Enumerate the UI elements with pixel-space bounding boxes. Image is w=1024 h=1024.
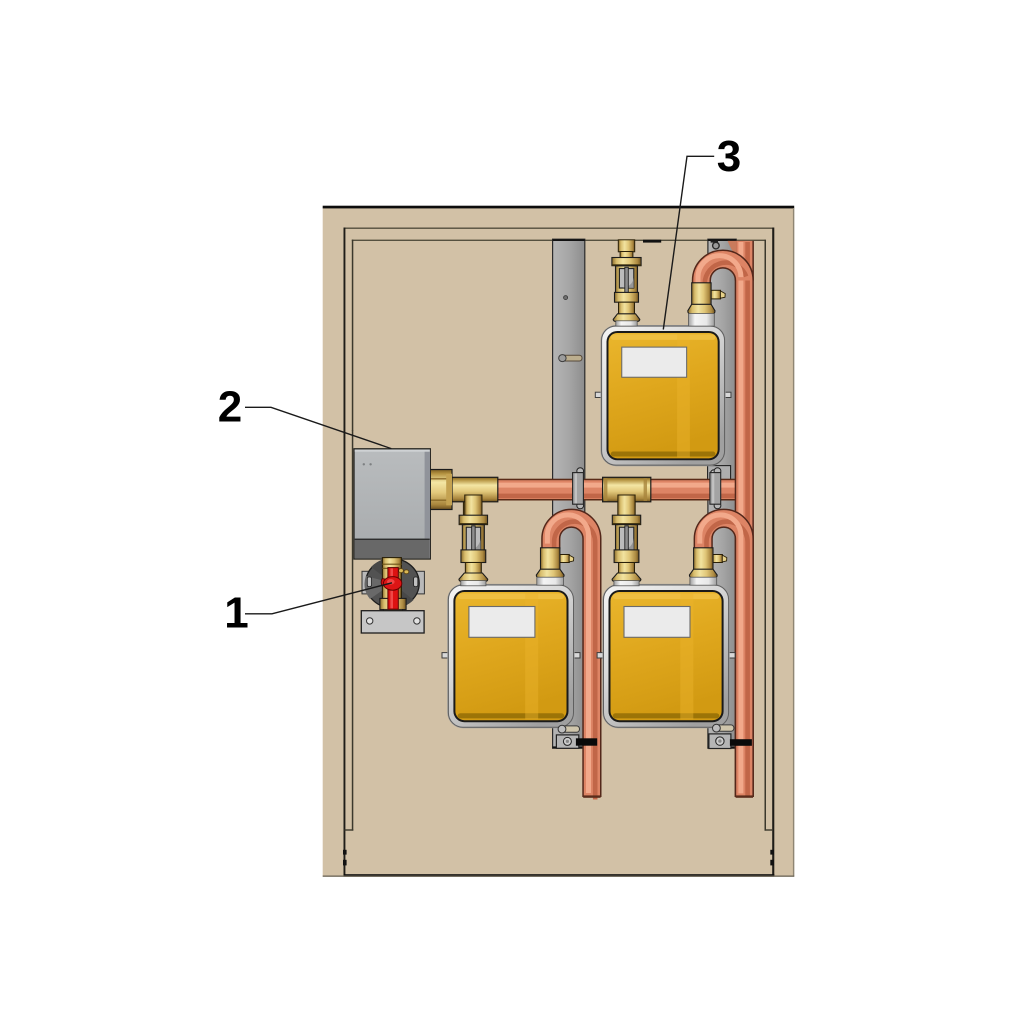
svg-text:2: 2 [218, 383, 242, 432]
svg-text:3: 3 [717, 132, 741, 181]
svg-text:1: 1 [224, 589, 248, 638]
